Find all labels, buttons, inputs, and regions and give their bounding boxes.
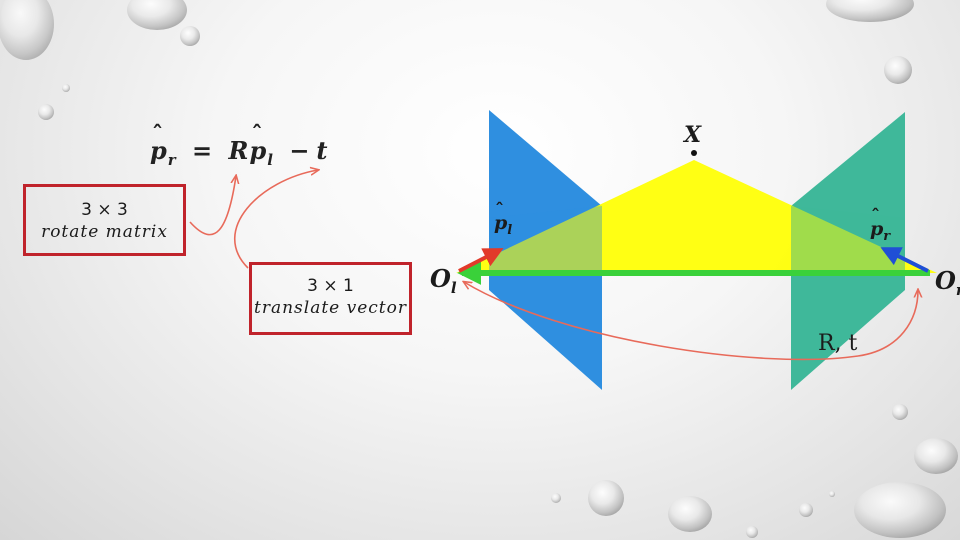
rotate-matrix-box: 3 × 3 rotate matrix <box>23 184 186 256</box>
rhs-term: pl <box>249 136 273 169</box>
lhs-term: pr <box>150 136 177 169</box>
water-drop <box>826 0 914 22</box>
water-drop <box>0 0 54 60</box>
transform-label: R, t <box>818 331 857 356</box>
world-point-x <box>691 150 697 156</box>
water-drop <box>914 438 958 474</box>
translate-vector-box: 3 × 1 translate vector <box>249 262 412 335</box>
rotate-matrix-caption: rotate matrix <box>26 221 183 243</box>
translate-vector-caption: translate vector <box>252 297 409 319</box>
water-drop <box>892 404 908 420</box>
rotation-symbol: R <box>229 136 250 165</box>
translate-vector-dims: 3 × 1 <box>252 275 409 297</box>
water-drop <box>38 104 54 120</box>
water-drop <box>829 491 835 497</box>
water-drop <box>588 480 624 516</box>
water-drop <box>62 84 70 92</box>
translate-annotation-curve <box>235 170 318 268</box>
water-drop <box>884 56 912 84</box>
minus-sign: − <box>289 136 310 165</box>
water-drop <box>127 0 187 30</box>
water-drop <box>668 496 712 532</box>
translation-symbol: t <box>316 136 328 165</box>
water-drop <box>799 503 813 517</box>
water-drop <box>854 482 946 538</box>
world-point-label: X <box>684 122 701 148</box>
rotate-annotation-curve <box>190 176 236 235</box>
equals-sign: = <box>192 136 213 165</box>
projection-equation: pr = Rpl −t <box>150 136 329 169</box>
left-origin-label: Ol <box>430 264 457 297</box>
rotate-matrix-dims: 3 × 3 <box>26 199 183 221</box>
left-projection-label: pl <box>494 212 512 238</box>
right-origin-label: Or <box>935 266 960 299</box>
water-drop <box>180 26 200 46</box>
water-drop <box>551 493 561 503</box>
right-projection-label: pr <box>870 218 890 244</box>
water-drop <box>746 526 758 538</box>
